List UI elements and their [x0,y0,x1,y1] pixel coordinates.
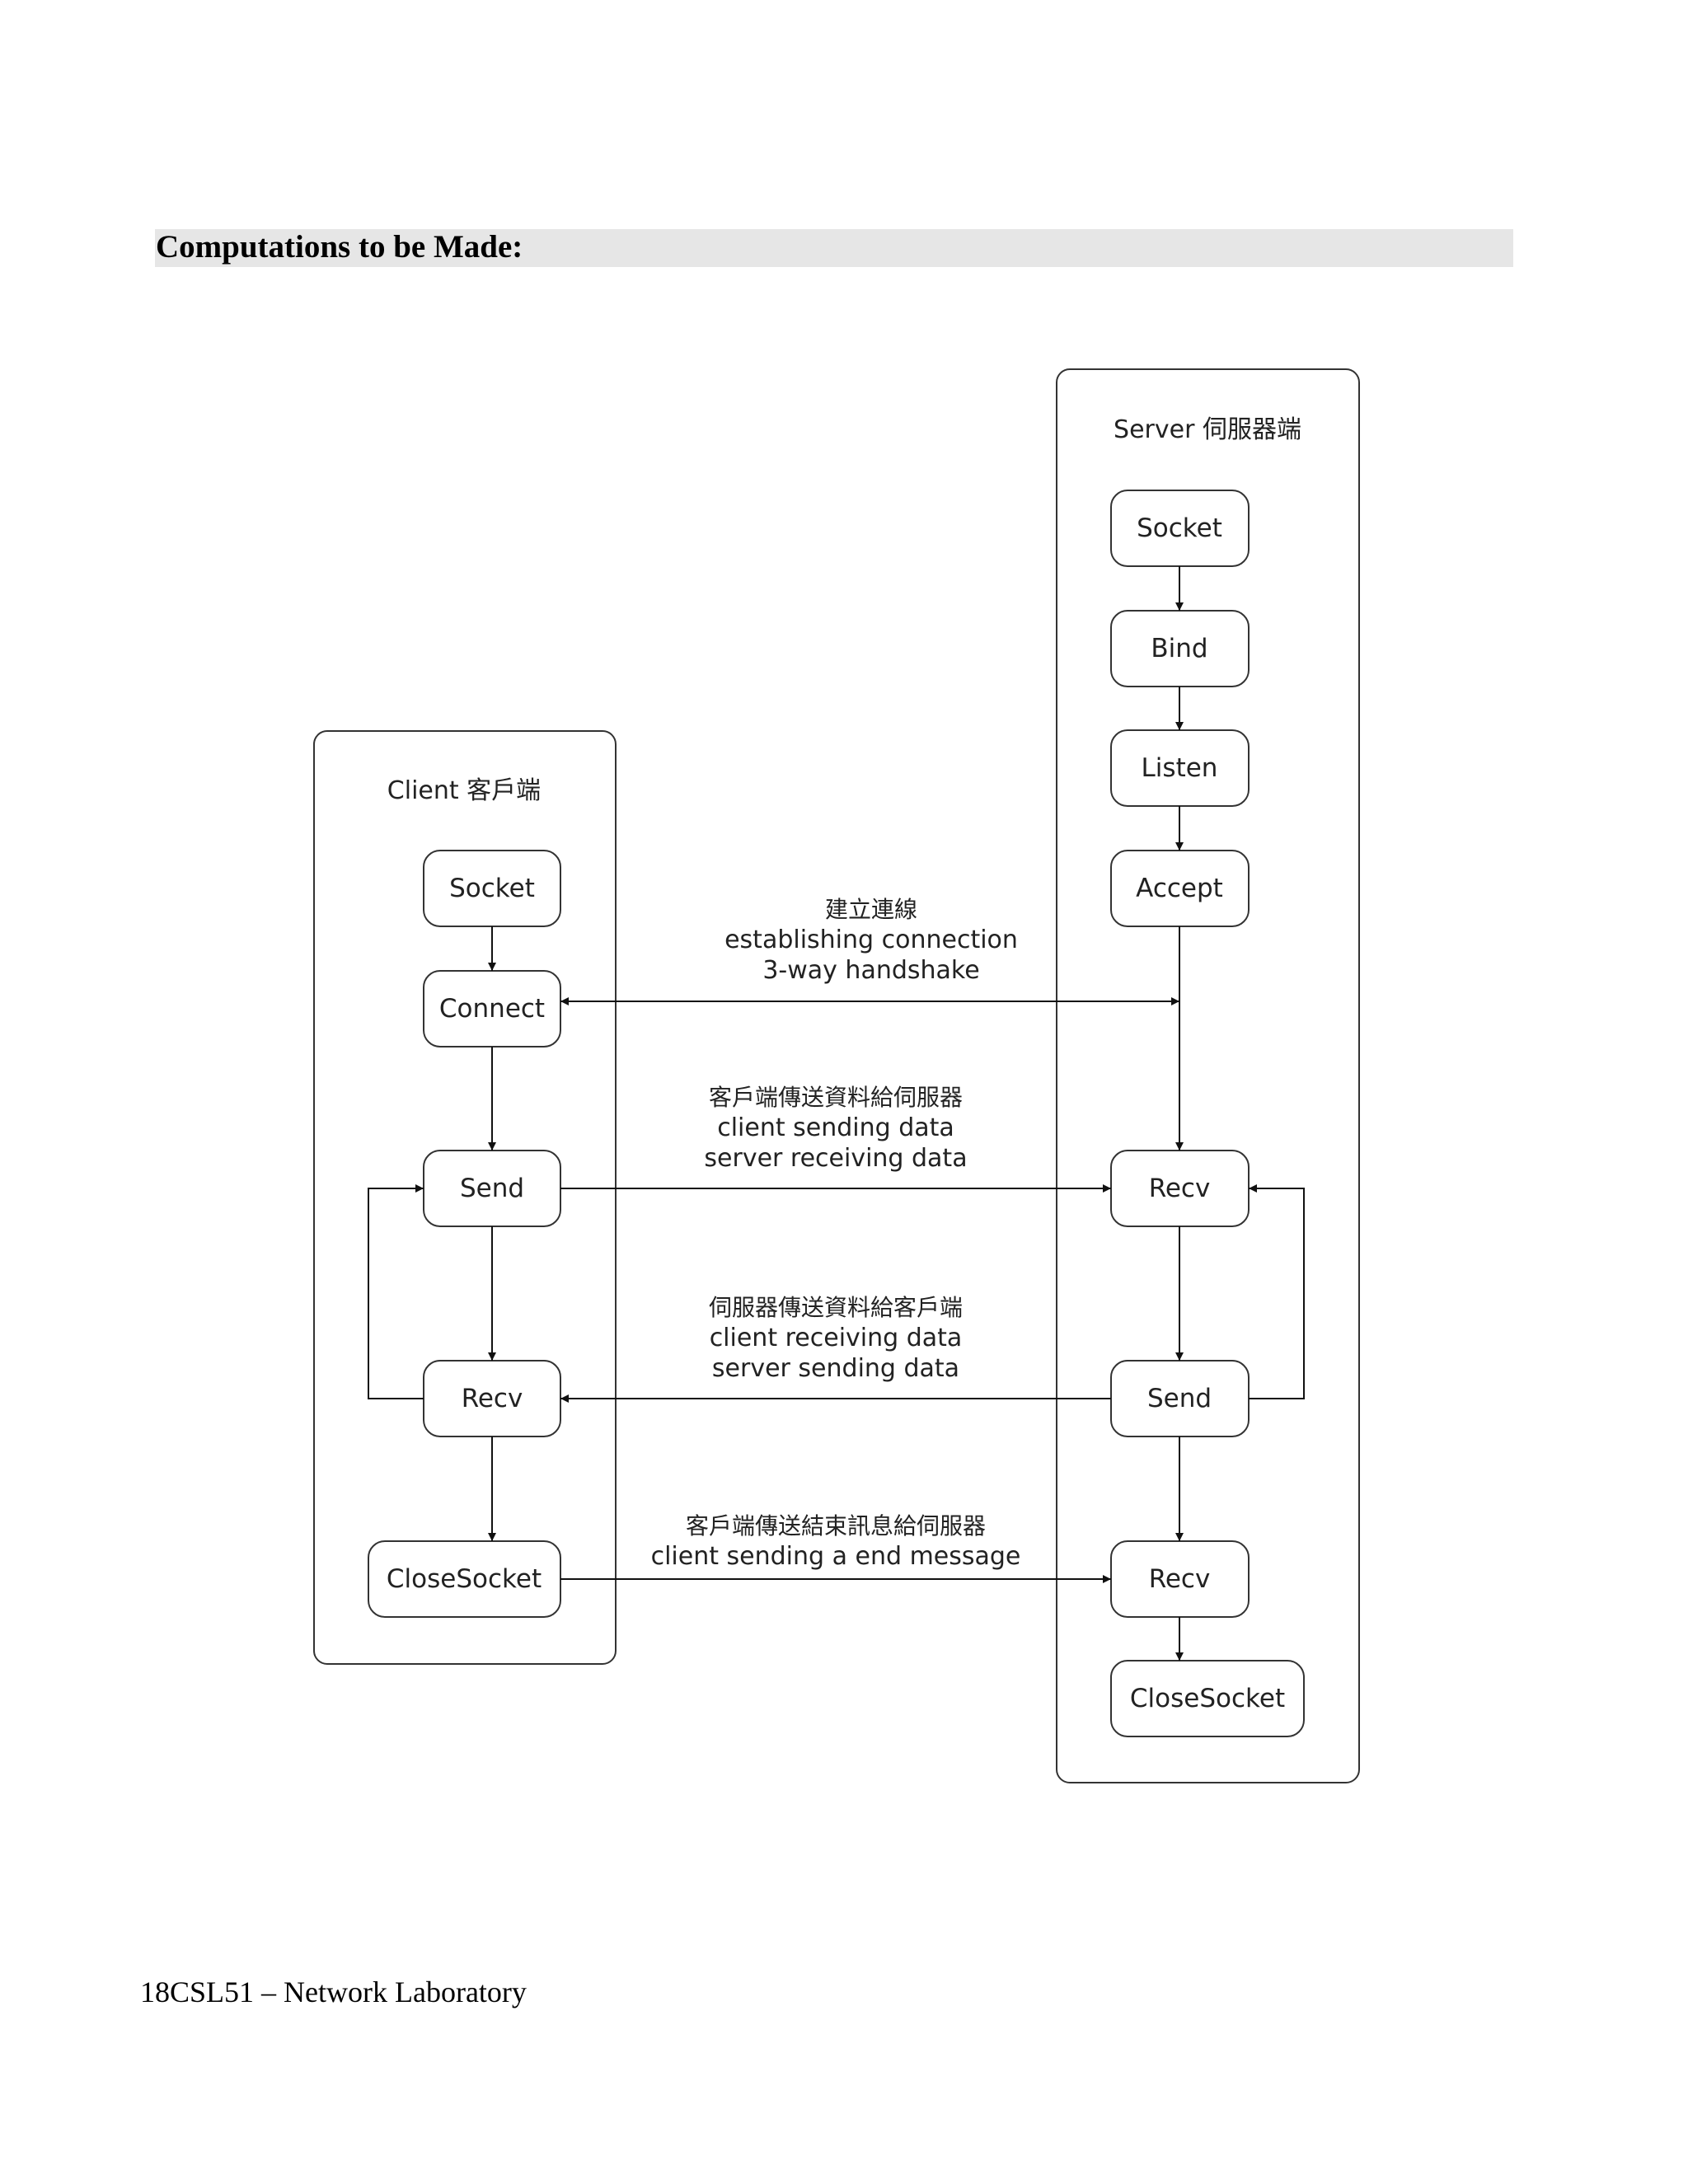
client-socket-label: Socket [449,874,535,903]
server-socket-label: Socket [1137,513,1222,543]
server-recv-node: Recv [1110,1150,1250,1227]
server-lane [1056,368,1360,1783]
server-recv-end-node: Recv [1110,1540,1250,1618]
client-recv-node: Recv [423,1360,561,1437]
arrow-client-loop [368,1184,424,1399]
server-closesocket-label: CloseSocket [1130,1684,1285,1713]
server-listen-node: Listen [1110,729,1250,807]
connect-label-handshake: 3-way handshake [762,956,979,985]
client-closesocket-label: CloseSocket [387,1564,542,1594]
server-listen-label: Listen [1142,753,1218,783]
end-message-label-zh: 客戶端傳送結束訊息給伺服器 [686,1512,986,1540]
server-receive-label-en: server receiving data [704,1144,967,1173]
page-footer: 18CSL51 – Network Laboratory [140,1975,527,2008]
server-send-label-zh: 伺服器傳送資料給客戶端 [709,1294,963,1321]
client-connect-node: Connect [423,970,561,1047]
section-heading-bar [155,229,1513,267]
client-socket-node: Socket [423,850,561,927]
client-send-node: Send [423,1150,561,1227]
client-lane-label: Client 客戶端 [387,776,541,805]
section-title: Computations to be Made: [156,229,523,265]
client-connect-label: Connect [439,994,545,1024]
server-send-label: Send [1147,1384,1212,1413]
server-bind-node: Bind [1110,610,1250,687]
server-lane-label: Server 伺服器端 [1114,415,1301,444]
client-closesocket-node: CloseSocket [368,1540,561,1618]
client-recv-label: Recv [462,1384,523,1413]
client-send-label: Send [460,1174,524,1203]
server-send-label-en: server sending data [712,1354,959,1383]
client-receive-label-en: client receiving data [710,1324,963,1352]
server-bind-label: Bind [1151,634,1207,663]
server-send-node: Send [1110,1360,1250,1437]
connect-label-zh: 建立連線 [825,896,917,923]
server-recv-label: Recv [1149,1174,1211,1203]
server-accept-node: Accept [1110,850,1250,927]
client-send-label-en: client sending data [717,1113,954,1142]
connect-label-en: establishing connection [724,926,1018,954]
server-socket-node: Socket [1110,490,1250,567]
server-recv-end-label: Recv [1149,1564,1211,1594]
server-closesocket-node: CloseSocket [1110,1660,1305,1737]
client-send-label-zh: 客戶端傳送資料給伺服器 [709,1084,963,1111]
server-accept-label: Accept [1136,874,1223,903]
arrow-server-loop [1249,1184,1305,1399]
end-message-label-en: client sending a end message [651,1542,1021,1571]
client-lane [313,730,617,1665]
